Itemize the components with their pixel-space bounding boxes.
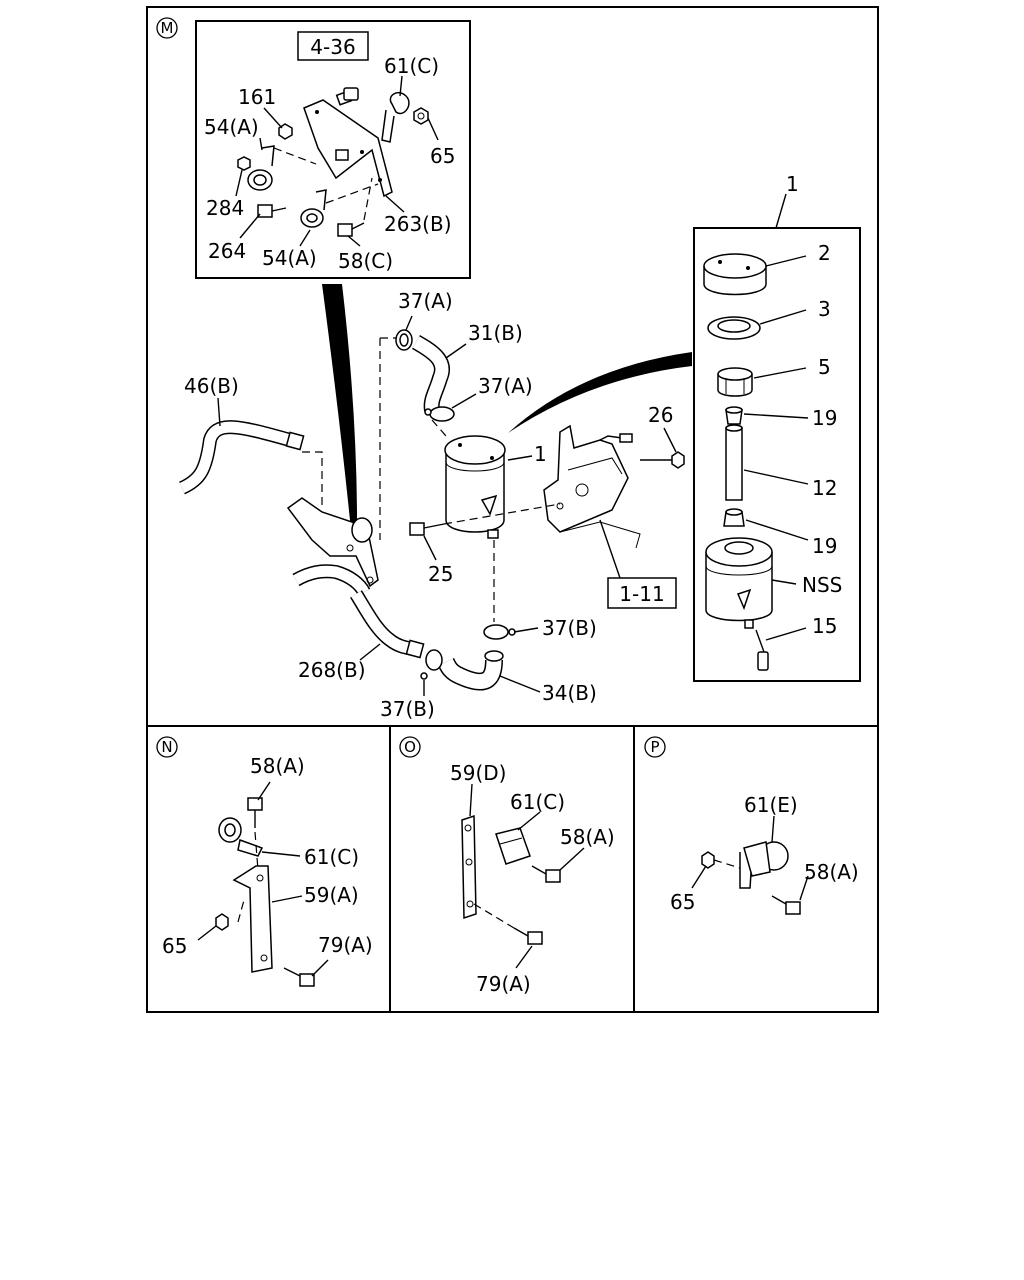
section-p-frame: [633, 725, 879, 1013]
label-o-79a: 79(A): [476, 972, 531, 996]
kit-callout-wedge: [508, 352, 692, 433]
inset-leader-lines: [235, 75, 439, 247]
detail-inset-frame: [195, 20, 471, 279]
label-kit-2: 2: [818, 241, 831, 265]
section-o-frame: [389, 725, 635, 1013]
hose-34b: [437, 650, 504, 691]
kit-part-strainer: [717, 367, 753, 397]
filter-kit-frame: [693, 227, 861, 682]
label-p-61e: 61(E): [744, 793, 798, 817]
label-268b: 268(B): [298, 658, 366, 682]
label-54a-lower: 54(A): [262, 246, 317, 270]
reference-box-4-36[interactable]: 4-36: [297, 31, 369, 61]
label-34b: 34(B): [542, 681, 597, 705]
p-nut-65: [701, 851, 715, 869]
o-bolt-58a: [531, 865, 561, 883]
label-n-59a: 59(A): [304, 883, 359, 907]
kit-part-tube: [725, 424, 743, 501]
main-leader-lines: [217, 315, 677, 696]
label-54a-upper: 54(A): [204, 115, 259, 139]
kit-part-hose-end: [755, 629, 769, 671]
inset-bracket-assembly: [237, 87, 429, 237]
label-kit-5: 5: [818, 355, 831, 379]
label-n-61c: 61(C): [304, 845, 359, 869]
label-o-61c: 61(C): [510, 790, 565, 814]
label-p-65: 65: [670, 890, 695, 914]
kit-part-filter-body: [705, 537, 773, 629]
clamp-37a-upper: [395, 329, 413, 351]
label-37a-lower: 37(A): [478, 374, 533, 398]
clamp-37b-upper: [483, 624, 516, 640]
p-leader-lines: [691, 815, 809, 901]
label-o-59d: 59(D): [450, 761, 506, 785]
reference-box-1-11[interactable]: 1-11: [607, 577, 677, 609]
reservoir-tank: [444, 435, 506, 539]
n-leader-lines: [197, 781, 329, 977]
kit-part-seal: [707, 316, 761, 340]
n-bolt-58a: [247, 797, 263, 828]
label-o-58a: 58(A): [560, 825, 615, 849]
label-37a-upper: 37(A): [398, 289, 453, 313]
nut-26: [640, 451, 685, 469]
svg-text:1-11: 1-11: [619, 582, 664, 606]
main-dashed-lines: [302, 337, 495, 622]
n-nut-65: [215, 913, 229, 931]
section-marker-n: N: [156, 736, 178, 758]
svg-text:4-36: 4-36: [310, 35, 355, 59]
label-n-58a: 58(A): [250, 754, 305, 778]
svg-text:N: N: [161, 738, 172, 756]
inset-callout-wedge: [322, 284, 358, 540]
label-37b-lower: 37(B): [380, 697, 435, 721]
label-46b: 46(B): [184, 374, 239, 398]
label-kit-3: 3: [818, 297, 831, 321]
svg-text:M: M: [161, 19, 174, 37]
section-marker-p: P: [644, 736, 666, 758]
label-58c: 58(C): [338, 249, 393, 273]
svg-text:O: O: [404, 738, 416, 756]
clamp-37b-lower: [420, 649, 443, 680]
bolt-25: [409, 503, 561, 536]
kit-leader-lines: [743, 193, 809, 641]
label-kit-1: 1: [786, 172, 799, 196]
label-kit-nss: NSS: [802, 573, 842, 597]
label-kit-19-upper: 19: [812, 406, 837, 430]
section-marker-o: O: [399, 736, 421, 758]
n-bolt-79a: [283, 967, 315, 987]
svg-text:P: P: [650, 738, 659, 756]
label-kit-19-lower: 19: [812, 534, 837, 558]
clamp-37a-lower: [424, 406, 455, 422]
label-25: 25: [428, 562, 453, 586]
p-clamp-61e: [739, 841, 789, 889]
label-kit-15: 15: [812, 614, 837, 638]
label-284: 284: [206, 196, 244, 220]
label-n-79a: 79(A): [318, 933, 373, 957]
label-31b: 31(B): [468, 321, 523, 345]
label-p-58a: 58(A): [804, 860, 859, 884]
label-1-tank: 1: [534, 442, 547, 466]
bracket-268b-assembly: [286, 497, 425, 659]
hose-46b: [178, 420, 305, 495]
kit-part-cap: [703, 253, 767, 296]
p-bolt-58a: [771, 895, 801, 915]
label-65-inset: 65: [430, 144, 455, 168]
label-161: 161: [238, 85, 276, 109]
o-bracket-59d: [461, 814, 477, 920]
n-bracket-59a: [232, 865, 273, 973]
label-61c-inset: 61(C): [384, 54, 439, 78]
label-264: 264: [208, 239, 246, 263]
kit-part-grommet-upper: [725, 406, 743, 425]
section-marker-m: M: [156, 17, 178, 39]
label-37b-upper: 37(B): [542, 616, 597, 640]
o-bolt-79a: [513, 927, 543, 945]
o-clamp-61c: [495, 827, 531, 865]
label-n-65: 65: [162, 934, 187, 958]
kit-part-grommet-lower: [723, 508, 745, 527]
label-263b: 263(B): [384, 212, 452, 236]
hose-31b: [412, 335, 450, 412]
o-leader-lines: [469, 783, 585, 969]
label-26: 26: [648, 403, 673, 427]
mounting-bracket: [543, 424, 641, 549]
label-kit-12: 12: [812, 476, 837, 500]
